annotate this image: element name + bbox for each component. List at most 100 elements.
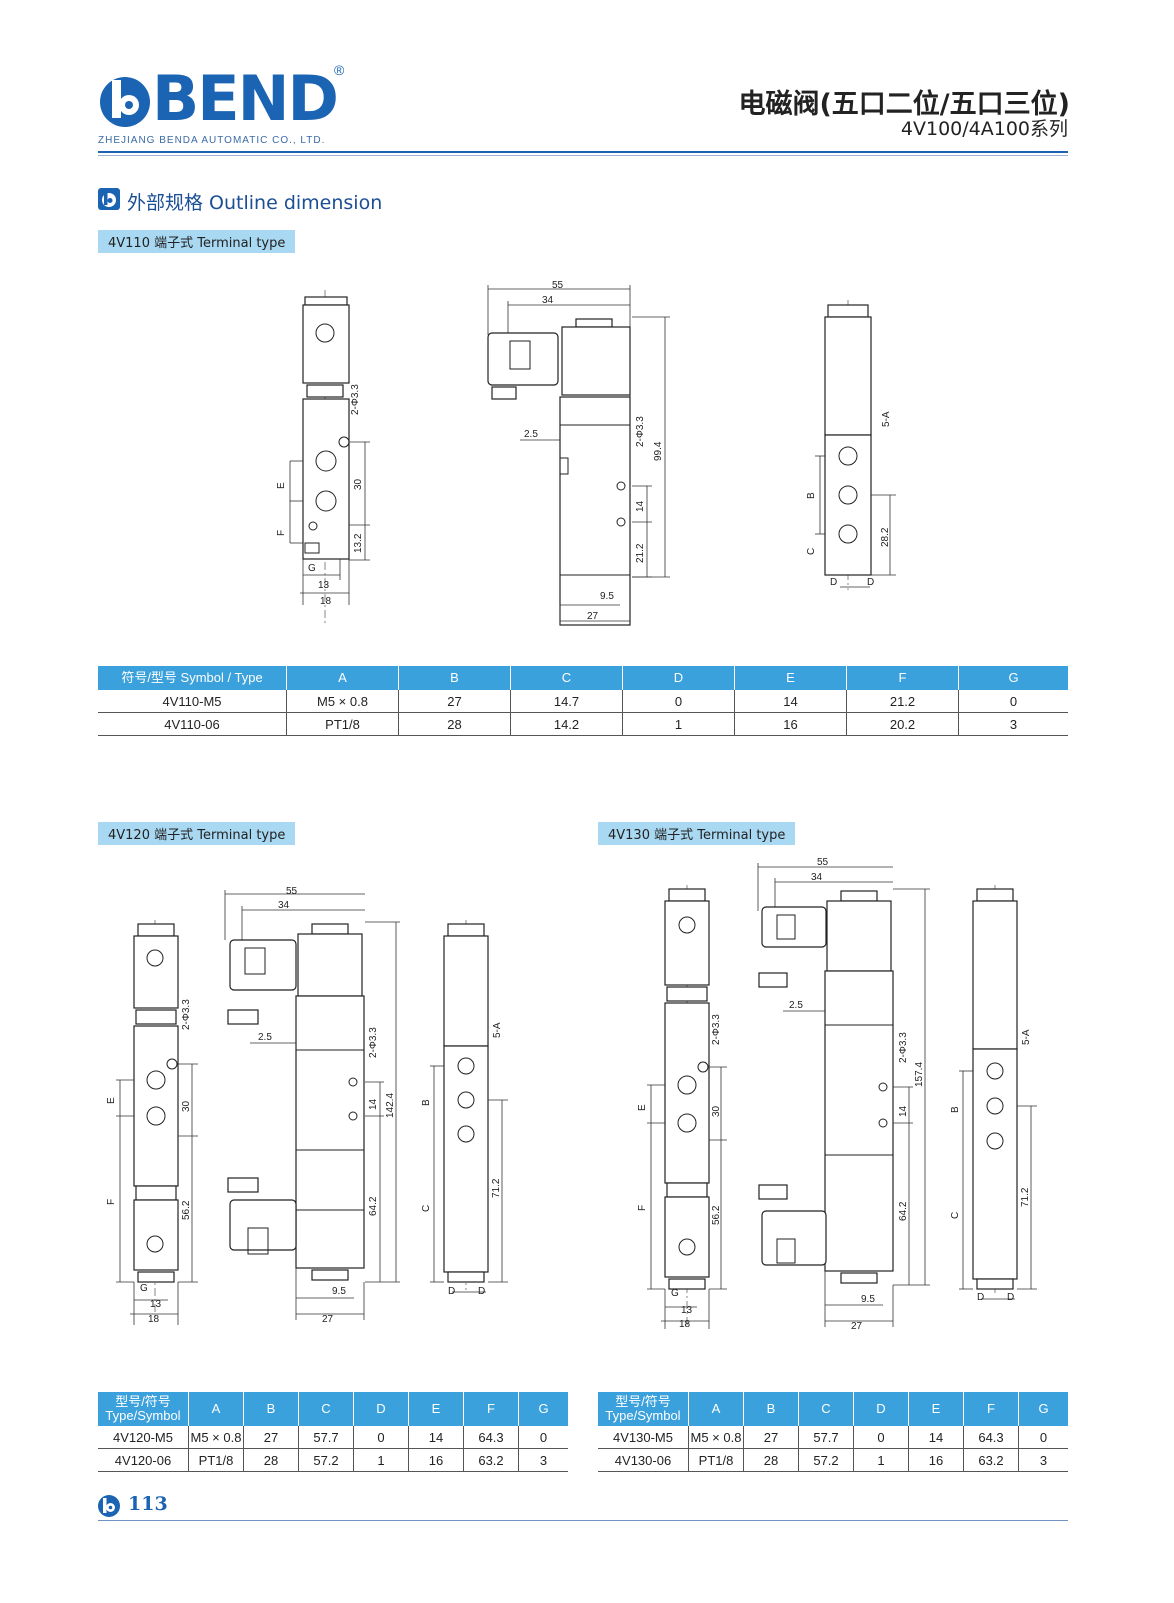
table-4v130: 型号/符号 Type/Symbol A B C D E F G 4V130-M5…: [598, 1392, 1068, 1472]
table-cell: 28: [743, 1448, 799, 1472]
dim-b-label: B: [806, 492, 817, 499]
dim-5a: 5-A: [1021, 1029, 1032, 1045]
company-name: ZHEJIANG BENDA AUTOMATIC CO., LTD.: [98, 135, 326, 146]
table-cell: 1: [853, 1448, 909, 1472]
registered-mark: ®: [334, 62, 345, 78]
dim-28-2: 28.2: [880, 527, 891, 547]
page-subtitle: 4V100/4A100系列: [900, 118, 1068, 140]
table-cell: PT1/8: [688, 1448, 744, 1472]
table-cell: 0: [958, 690, 1068, 713]
table-cell: 14: [408, 1426, 464, 1449]
dim-9-5: 9.5: [332, 1286, 346, 1297]
table-cell: 1: [622, 712, 735, 736]
drawing-4v120-right: 5-A B C 71.2 D D: [421, 920, 508, 1297]
dim-2-5: 2.5: [258, 1032, 272, 1043]
table-cell: 14: [734, 690, 847, 713]
table-cell: PT1/8: [286, 712, 399, 736]
dim-d-label-1: D: [977, 1292, 984, 1303]
dim-13: 13: [150, 1299, 162, 1310]
table-cell: 16: [734, 712, 847, 736]
dim-d-label-2: D: [478, 1286, 485, 1297]
table-cell: 4V110-06: [98, 712, 287, 736]
dim-27: 27: [851, 1321, 863, 1332]
table-header-row: 符号/型号 Symbol / Type A B C D E F G: [98, 666, 1068, 690]
table-row: 4V130-M5 M5 × 0.8 27 57.7 0 14 64.3 0: [598, 1426, 1068, 1449]
table-cell: 63.2: [463, 1448, 519, 1472]
drawing-4v120: 2-Φ3.3 30 56.2 E F G 13 18 55 34: [106, 886, 508, 1325]
table-cell: 16: [408, 1448, 464, 1472]
table-row: 4V130-06 PT1/8 28 57.2 1 16 63.2 3: [598, 1448, 1068, 1472]
table-header-cell: A: [188, 1392, 244, 1426]
table-4v110: 符号/型号 Symbol / Type A B C D E F G 4V110-…: [98, 666, 1068, 736]
table-header-cell: G: [958, 666, 1068, 690]
dim-e-label: E: [276, 482, 287, 489]
logo-b-icon: [100, 77, 150, 127]
table-cell: M5 × 0.8: [188, 1426, 244, 1449]
table-cell: 57.2: [298, 1448, 354, 1472]
dim-d-label-2: D: [1007, 1292, 1014, 1303]
table-cell: 14: [908, 1426, 964, 1449]
dim-71-2: 71.2: [1020, 1187, 1031, 1207]
dim-d-label-1: D: [448, 1286, 455, 1297]
dim-g-label: G: [308, 563, 316, 574]
table-header-cell: F: [463, 1392, 519, 1426]
drawing-4v110-front: 2-Φ3.3 30 13.2 E F G 13 18: [276, 290, 370, 625]
dim-34: 34: [278, 900, 290, 911]
dim-13: 13: [318, 580, 330, 591]
table-cell: 1: [353, 1448, 409, 1472]
table-cell: 57.2: [798, 1448, 854, 1472]
block-tag-4v120: 4V120 端子式 Terminal type: [98, 822, 296, 845]
brand-logo: BEND ®: [98, 62, 358, 136]
dim-g-label: G: [140, 1283, 148, 1294]
drawing-4v110-right: 5-A B C 28.2 D D: [806, 300, 896, 590]
dim-14: 14: [635, 500, 646, 512]
header-rule: [98, 151, 1068, 153]
dim-c-label: C: [421, 1205, 432, 1212]
table-cell: 4V120-M5: [98, 1426, 189, 1449]
table-header-cell: F: [963, 1392, 1019, 1426]
table-cell: M5 × 0.8: [286, 690, 399, 713]
table-cell: 4V110-M5: [98, 690, 287, 713]
dim-27: 27: [587, 611, 599, 622]
table-header-cell: D: [853, 1392, 909, 1426]
table-header-cell: C: [510, 666, 623, 690]
table-cell: 63.2: [963, 1448, 1019, 1472]
table-header-cell: 型号/符号 Type/Symbol: [598, 1392, 689, 1426]
dim-2-5: 2.5: [789, 1000, 803, 1011]
table-cell: 3: [958, 712, 1068, 736]
drawing-4v110: 2-Φ3.3 30 13.2 E F G 13 18 55 34: [276, 280, 896, 626]
table-cell: 14.7: [510, 690, 623, 713]
table-cell: 57.7: [298, 1426, 354, 1449]
dim-34: 34: [542, 295, 554, 306]
dim-d-label-2: D: [867, 577, 874, 588]
logo-wordmark: BEND: [152, 62, 339, 135]
footer-b-icon: [98, 1495, 120, 1517]
table-header-cell: A: [688, 1392, 744, 1426]
table-cell: 0: [518, 1426, 568, 1449]
table-cell: 27: [398, 690, 511, 713]
dim-13: 13: [681, 1305, 693, 1316]
section-title: 外部规格 Outline dimension: [127, 192, 383, 214]
dim-g-label: G: [671, 1288, 679, 1299]
page-number: 113: [128, 1493, 168, 1515]
section-b-icon: [98, 188, 120, 210]
table-cell: M5 × 0.8: [688, 1426, 744, 1449]
dim-phi-side: 2-Φ3.3: [368, 1027, 379, 1058]
table-header-cell: B: [243, 1392, 299, 1426]
page-title: 电磁阀(五口二位/五口三位): [738, 89, 1070, 120]
table-header-cell: F: [846, 666, 959, 690]
table-header-cell: C: [798, 1392, 854, 1426]
dim-d-label-1: D: [830, 577, 837, 588]
dim-27: 27: [322, 1314, 334, 1325]
dim-55: 55: [552, 280, 564, 291]
drawing-4v120-front: 2-Φ3.3 30 56.2 E F G 13 18: [106, 920, 198, 1325]
dim-30: 30: [711, 1105, 722, 1117]
dim-14: 14: [898, 1105, 909, 1117]
dim-18: 18: [320, 596, 332, 607]
dim-64-2: 64.2: [898, 1201, 909, 1221]
table-cell: 27: [743, 1426, 799, 1449]
dim-30: 30: [181, 1100, 192, 1112]
table-cell: 4V130-06: [598, 1448, 689, 1472]
table-cell: 57.7: [798, 1426, 854, 1449]
header-rule-thin: [98, 155, 1068, 156]
